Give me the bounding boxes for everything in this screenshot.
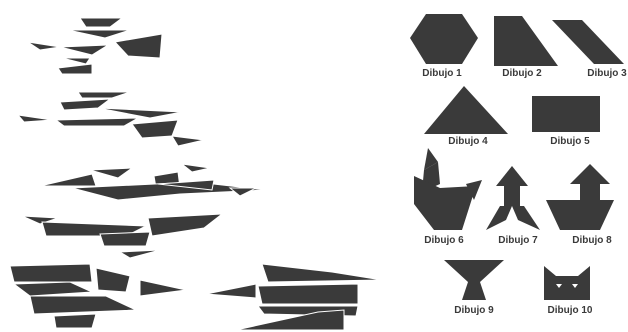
drawing-2-label: Dibujo 2: [502, 68, 542, 79]
drawing-2-trapezoid[interactable]: [494, 16, 558, 66]
piece-cluster-6[interactable]: [205, 263, 383, 331]
drawing-6-label: Dibujo 6: [424, 235, 464, 246]
piece-cluster-4[interactable]: [21, 213, 224, 259]
drawing-3-label: Dibujo 3: [587, 68, 627, 79]
piece-cluster-2[interactable]: [16, 91, 205, 147]
drawing-1-hexagon[interactable]: [410, 14, 478, 64]
piece-cluster-5[interactable]: [9, 263, 187, 329]
drawing-5-rectangle[interactable]: [532, 96, 600, 132]
drawing-7-rocket[interactable]: [486, 166, 540, 230]
drawing-4-label: Dibujo 4: [448, 136, 488, 147]
piece-cluster-1[interactable]: [27, 17, 163, 75]
drawing-8-label: Dibujo 8: [572, 235, 612, 246]
scattered-pieces: [9, 17, 383, 331]
drawing-7-label: Dibujo 7: [498, 235, 538, 246]
reference-drawings: [410, 14, 624, 300]
drawing-3-parallelogram[interactable]: [552, 20, 624, 64]
drawing-1-label: Dibujo 1: [422, 68, 462, 79]
drawing-10-cat-face[interactable]: [544, 266, 590, 300]
drawing-9-hourglass[interactable]: [444, 260, 504, 300]
drawing-4-triangle[interactable]: [424, 86, 508, 134]
drawing-9-label: Dibujo 9: [454, 305, 494, 316]
drawing-6-swan[interactable]: [414, 148, 482, 230]
piece-cluster-3[interactable]: [39, 163, 267, 201]
drawing-5-label: Dibujo 5: [550, 136, 590, 147]
drawing-8-boat[interactable]: [546, 164, 614, 230]
drawing-10-label: Dibujo 10: [547, 305, 593, 316]
